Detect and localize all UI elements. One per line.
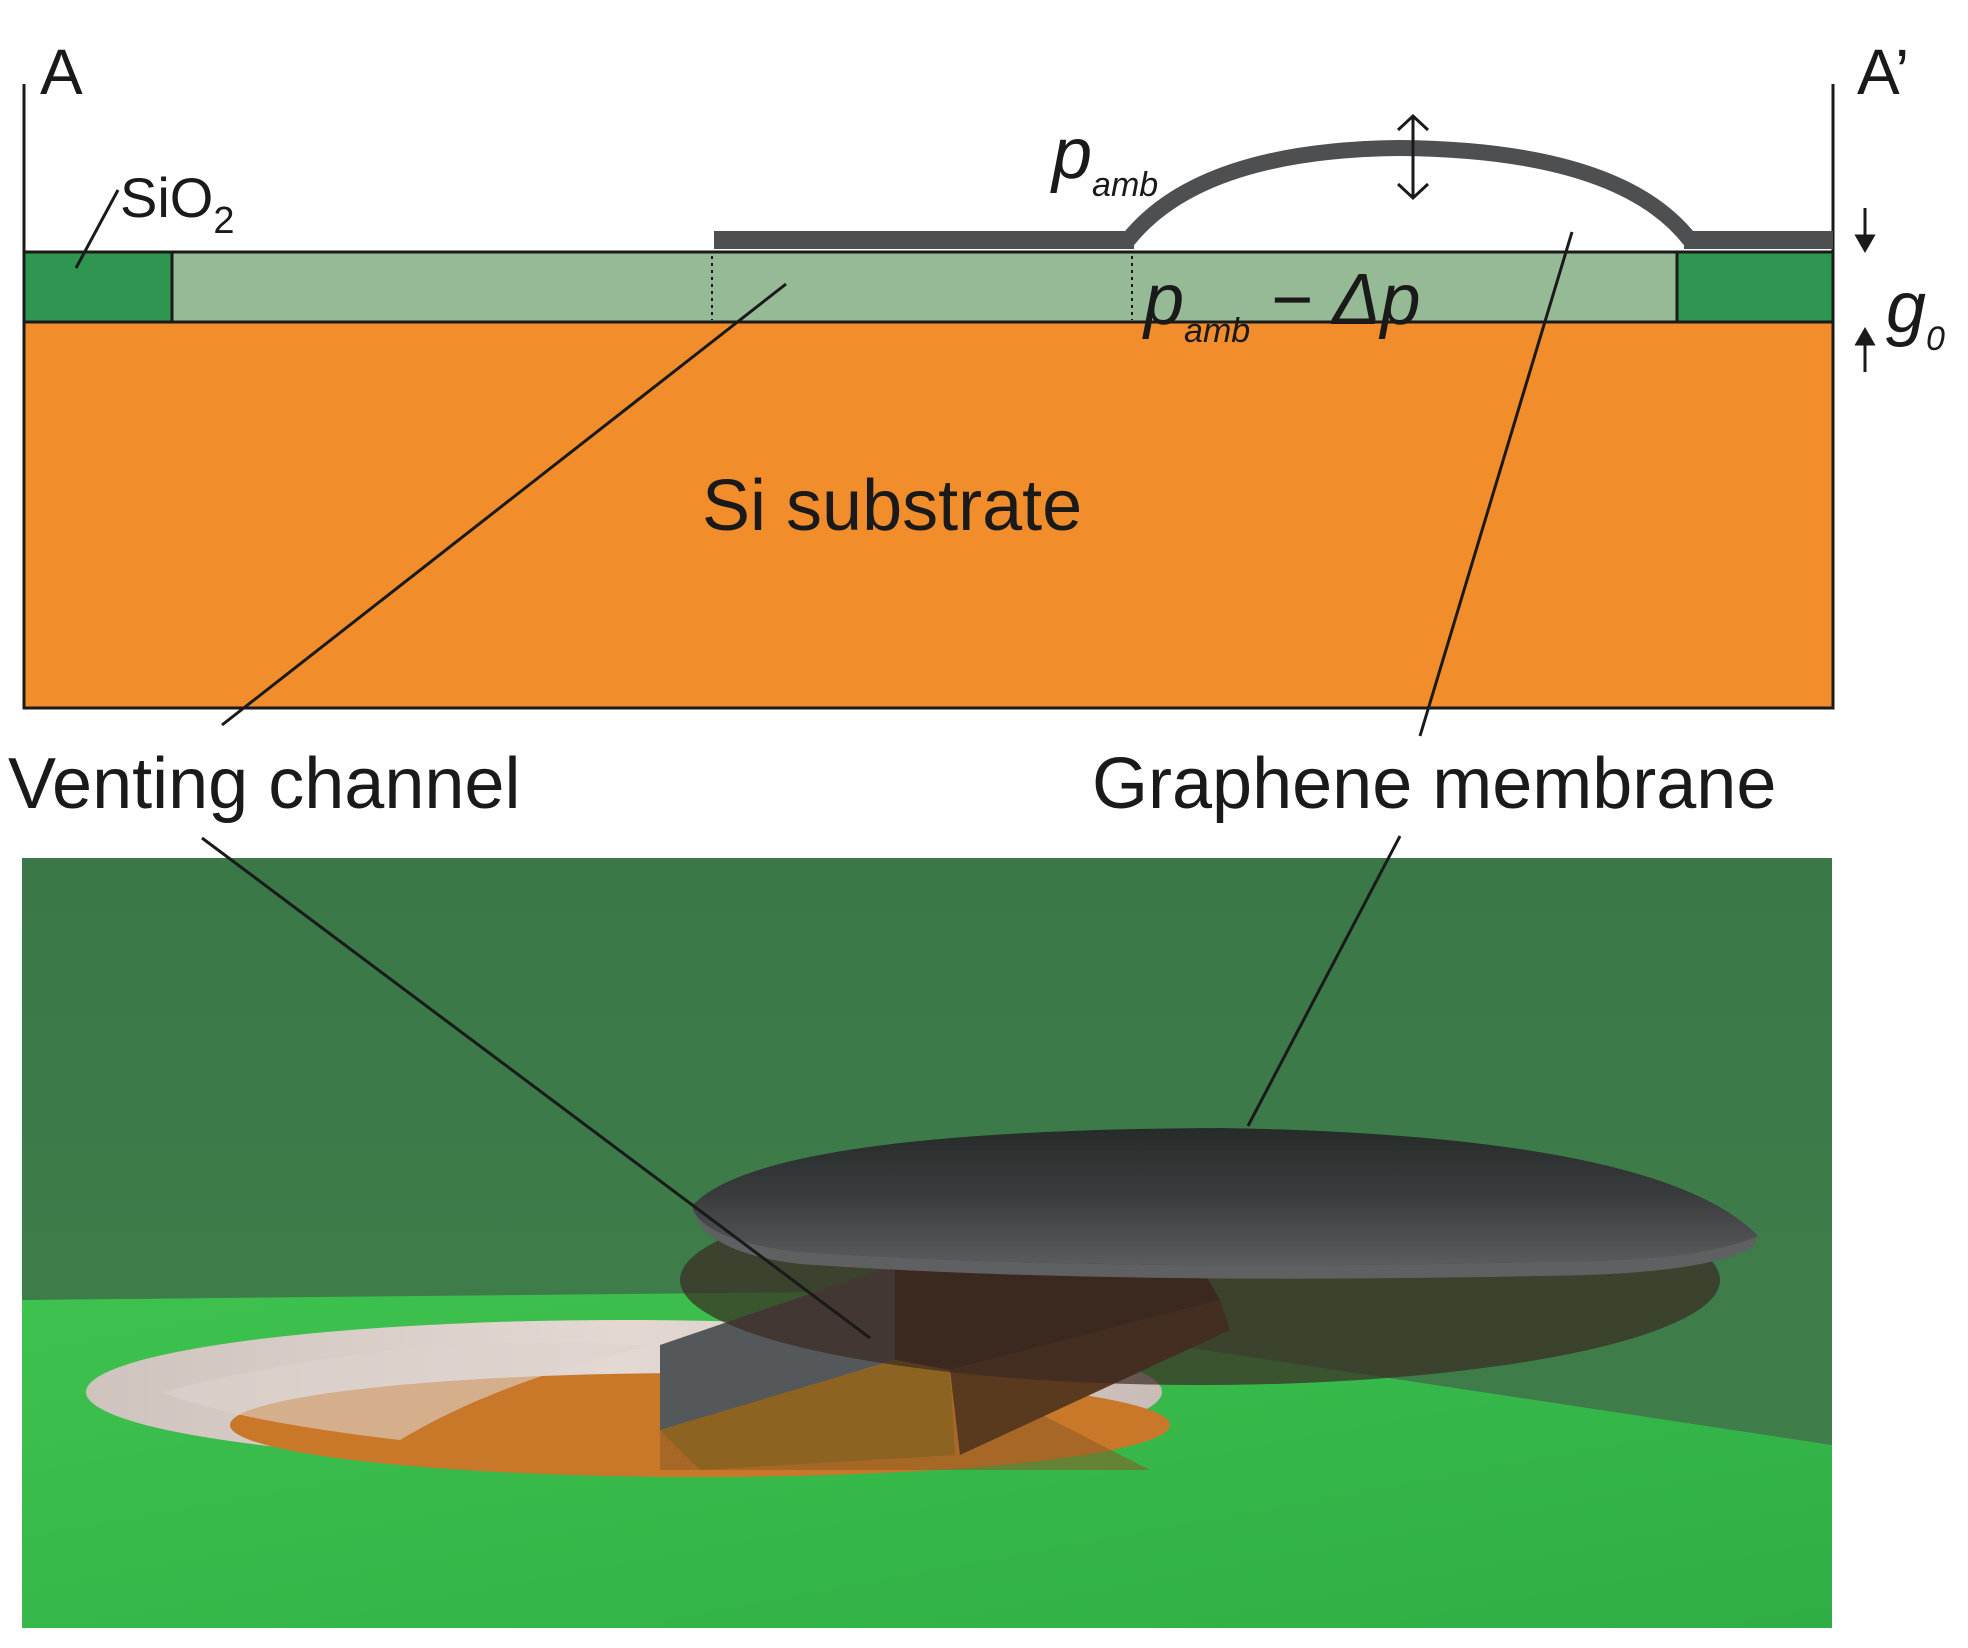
cross-section	[22, 84, 1876, 710]
sio2-label-base: SiO	[120, 166, 214, 229]
cavity-pressure-label: pamb − Δp	[1144, 264, 1421, 348]
device-render	[22, 858, 1832, 1628]
gap-label-sub: 0	[1926, 320, 1945, 358]
marker-a-prime: A’	[1857, 36, 1910, 108]
graphene-membrane-render	[680, 1128, 1758, 1385]
p-amb-sub: amb	[1092, 166, 1159, 204]
cavity	[170, 250, 1679, 324]
p-amb-label: pamb	[1052, 118, 1158, 202]
sio2-label: SiO2	[120, 170, 235, 241]
graphene-membrane-section	[714, 139, 1833, 249]
sio2-leader	[74, 189, 120, 269]
sio2-right	[1675, 250, 1835, 324]
sio2-left	[22, 250, 174, 324]
graphene-membrane-leader-lower	[1246, 835, 1402, 1127]
sio2-label-sub: 2	[213, 200, 235, 242]
p-amb-base: p	[1052, 114, 1093, 194]
venting-channel-leader-upper	[221, 282, 787, 727]
marker-a: A	[40, 36, 83, 108]
venting-channel-leader-lower	[201, 836, 871, 1340]
gap-arrows	[1854, 208, 1876, 372]
cavity-pressure-base: p	[1144, 260, 1185, 340]
gap-label: g0	[1886, 272, 1945, 356]
graphene-membrane-label: Graphene membrane	[1092, 744, 1777, 824]
deflection-arrow	[1396, 113, 1430, 201]
cavity-pressure-sub: amb	[1184, 312, 1251, 350]
graphene-membrane-leader-upper	[1418, 231, 1574, 737]
gap-label-base: g	[1886, 268, 1927, 348]
cavity-pressure-rest: − Δp	[1250, 260, 1421, 340]
substrate-label: Si substrate	[702, 466, 1083, 546]
si-substrate	[22, 320, 1835, 710]
venting-channel-label: Venting channel	[8, 744, 521, 824]
